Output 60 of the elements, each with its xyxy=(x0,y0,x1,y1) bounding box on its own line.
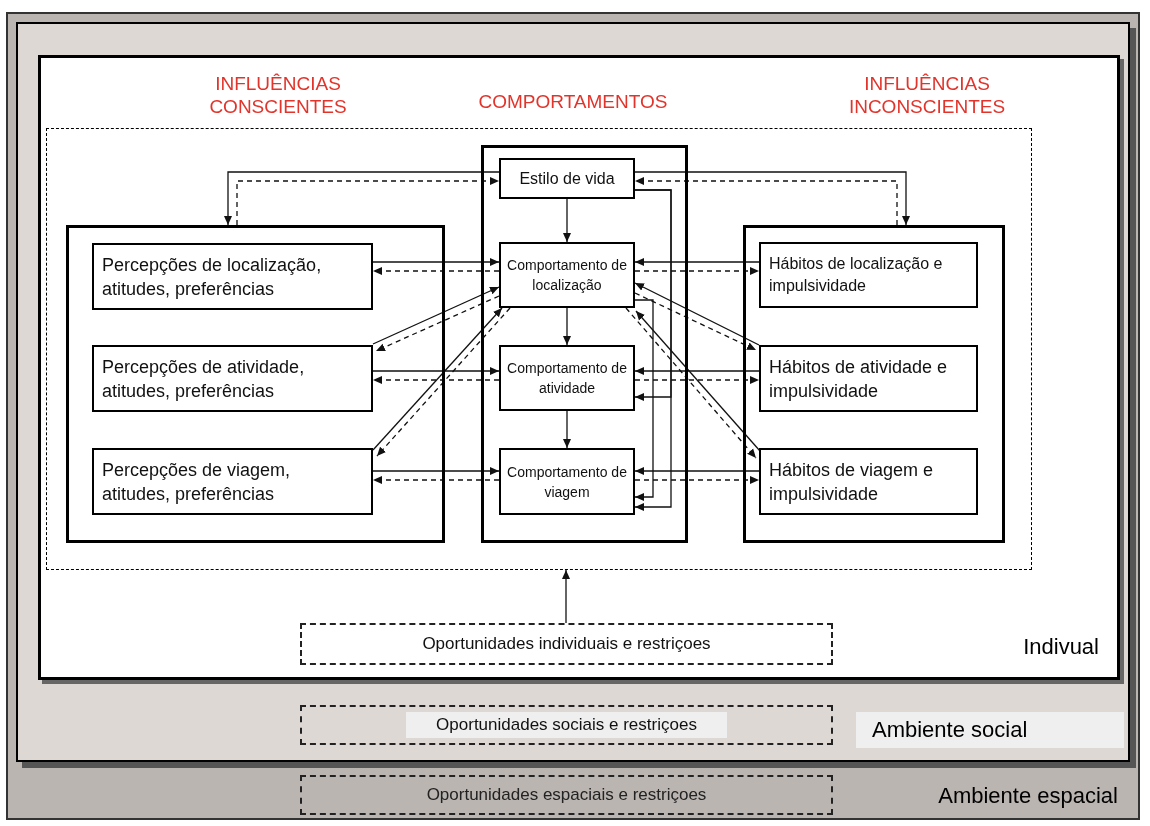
box-label: Oportunidades individuais e restriçoes xyxy=(422,633,711,656)
dashed-group-box xyxy=(46,128,1032,570)
arrow xyxy=(562,569,570,624)
box-label: Oportunidades sociais e restriçoes xyxy=(406,712,727,738)
box-label: Percepções de localização, atitudes, preferências xyxy=(101,253,323,301)
process-box xyxy=(499,158,635,199)
arrow xyxy=(634,292,757,351)
dashed-box xyxy=(300,705,833,745)
box-label: Estilo de vida xyxy=(518,168,616,189)
arrow xyxy=(372,467,500,475)
arrow xyxy=(563,307,571,346)
process-box xyxy=(92,345,373,412)
arrow xyxy=(634,189,672,511)
box-label: Comportamento de viagem xyxy=(506,462,628,502)
process-box xyxy=(92,243,373,310)
group-box xyxy=(66,225,445,543)
group-box xyxy=(481,145,688,543)
arrow xyxy=(634,299,654,501)
arrow xyxy=(372,267,500,275)
box-label: Comportamento de atividade xyxy=(506,359,628,398)
arrow xyxy=(563,410,571,449)
arrow xyxy=(634,367,760,375)
arrow xyxy=(634,376,760,384)
dashed-box xyxy=(300,623,833,665)
frame-label: Ambiente espacial xyxy=(938,782,1118,810)
column-heading: INFLUÊNCIAS INCONSCIENTES xyxy=(847,72,1007,118)
box-label: Hábitos de localização e impulsividade xyxy=(768,254,944,296)
arrow xyxy=(635,310,761,452)
process-box xyxy=(499,345,635,411)
frame-label: Ambiente social xyxy=(856,712,1124,748)
arrow xyxy=(634,282,760,346)
box-label: Hábitos de atividade e impulsividade xyxy=(768,355,949,403)
box-label: Percepções de atividade, atitudes, preferências xyxy=(101,355,306,403)
box-label: Oportunidades espaciais e restriçoes xyxy=(426,784,707,807)
arrow xyxy=(634,267,760,275)
process-box xyxy=(499,448,635,515)
frame-label: Indivual xyxy=(1023,633,1099,661)
arrow xyxy=(634,258,760,266)
process-box xyxy=(92,448,373,515)
process-box xyxy=(499,242,635,308)
arrow xyxy=(372,367,500,375)
process-box xyxy=(759,242,978,308)
arrow xyxy=(372,258,500,266)
process-box xyxy=(759,345,978,412)
arrow xyxy=(375,295,500,352)
arrow xyxy=(625,307,757,459)
box-label: Percepções de viagem, atitudes, preferências xyxy=(101,458,292,506)
arrow xyxy=(563,198,571,243)
box-label: Comportamento de localização xyxy=(506,256,628,295)
arrow xyxy=(634,476,760,484)
arrow xyxy=(634,467,760,475)
box-label: Hábitos de viagem e impulsividade xyxy=(768,458,935,506)
dashed-box xyxy=(300,775,833,815)
arrow xyxy=(372,286,500,345)
column-heading: COMPORTAMENTOS xyxy=(477,90,669,113)
group-box xyxy=(743,225,1005,543)
process-box xyxy=(759,448,978,515)
column-heading: INFLUÊNCIAS CONSCIENTES xyxy=(208,72,348,118)
arrow xyxy=(372,476,500,484)
arrow xyxy=(372,376,500,384)
